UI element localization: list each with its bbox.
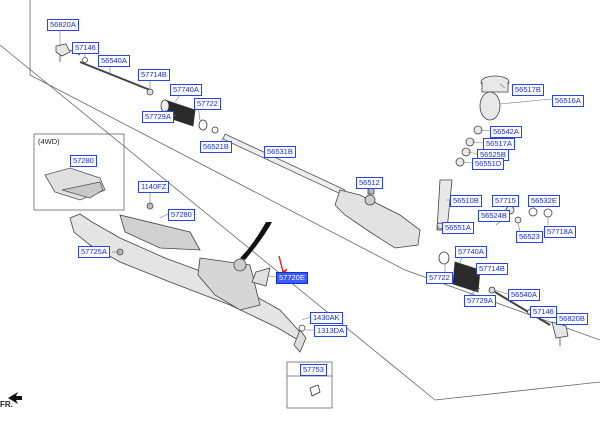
label-56521B[interactable]: 56521B: [200, 141, 232, 153]
label-56820B[interactable]: 56820B: [556, 313, 588, 325]
label-56532E[interactable]: 56532E: [528, 195, 560, 207]
label-57753[interactable]: 57753: [300, 364, 327, 376]
label-57146-bottom[interactable]: 57146: [530, 306, 557, 318]
label-56523[interactable]: 56523: [516, 231, 543, 243]
label-56551A[interactable]: 56551A: [442, 222, 474, 234]
front-marker: FR.: [0, 400, 13, 409]
gear-housing-upper: [334, 185, 421, 249]
label-57729A-bottom[interactable]: 57729A: [464, 295, 496, 307]
label-56517B[interactable]: 56517B: [512, 84, 544, 96]
label-56540A-top[interactable]: 56540A: [98, 55, 130, 67]
rack-bar: [222, 133, 346, 196]
label-57722-top[interactable]: 57722: [194, 98, 221, 110]
column-swoosh: [240, 222, 272, 260]
label-56524B[interactable]: 56524B: [478, 210, 510, 222]
label-56512[interactable]: 56512: [356, 177, 383, 189]
label-57280[interactable]: 57280: [168, 209, 195, 221]
label-57740A-bottom[interactable]: 57740A: [455, 246, 487, 258]
label-56531B[interactable]: 56531B: [264, 146, 296, 158]
main-gear-assembly: [69, 202, 307, 353]
inset-4wd-label: (4WD): [38, 137, 60, 146]
label-56510B[interactable]: 56510B: [450, 195, 482, 207]
bellows-left: [160, 99, 219, 134]
label-56542A[interactable]: 56542A: [490, 126, 522, 138]
label-1313DA[interactable]: 1313DA: [314, 325, 348, 337]
inset-4wd-cover: [44, 167, 106, 201]
leader-lines: [59, 30, 566, 331]
valve-stack: [436, 75, 510, 231]
clip-icon: [309, 384, 321, 397]
label-57146-top[interactable]: 57146: [72, 42, 99, 54]
inner-tie-rod-left: [79, 57, 154, 96]
clamp-bracket: [251, 267, 271, 287]
label-57722-bottom[interactable]: 57722: [426, 272, 453, 284]
label-56540A-bottom[interactable]: 56540A: [508, 289, 540, 301]
label-57740A-top[interactable]: 57740A: [170, 84, 202, 96]
label-57725A[interactable]: 57725A: [78, 246, 110, 258]
inner-tie-rod-right: [494, 291, 569, 346]
label-57715[interactable]: 57715: [492, 195, 519, 207]
label-57720E-selected[interactable]: 57720E: [276, 272, 308, 284]
label-1140FZ[interactable]: 1140FZ: [138, 181, 170, 193]
inset-box: [33, 133, 125, 211]
part-57753-box: [286, 361, 333, 409]
label-57714B-top[interactable]: 57714B: [138, 69, 170, 81]
label-57280-inset[interactable]: 57280: [70, 155, 97, 167]
label-1430AK[interactable]: 1430AK: [310, 312, 343, 324]
bellows-right: [438, 251, 496, 294]
label-57714B-bottom[interactable]: 57714B: [476, 263, 508, 275]
label-56551D-top[interactable]: 56551D: [472, 158, 505, 170]
front-arrow-icon: [8, 392, 22, 404]
label-56820A-top[interactable]: 56820A: [47, 19, 79, 31]
label-57718A[interactable]: 57718A: [544, 226, 576, 238]
label-57729A-top[interactable]: 57729A: [142, 111, 174, 123]
label-56516A[interactable]: 56516A: [552, 95, 584, 107]
